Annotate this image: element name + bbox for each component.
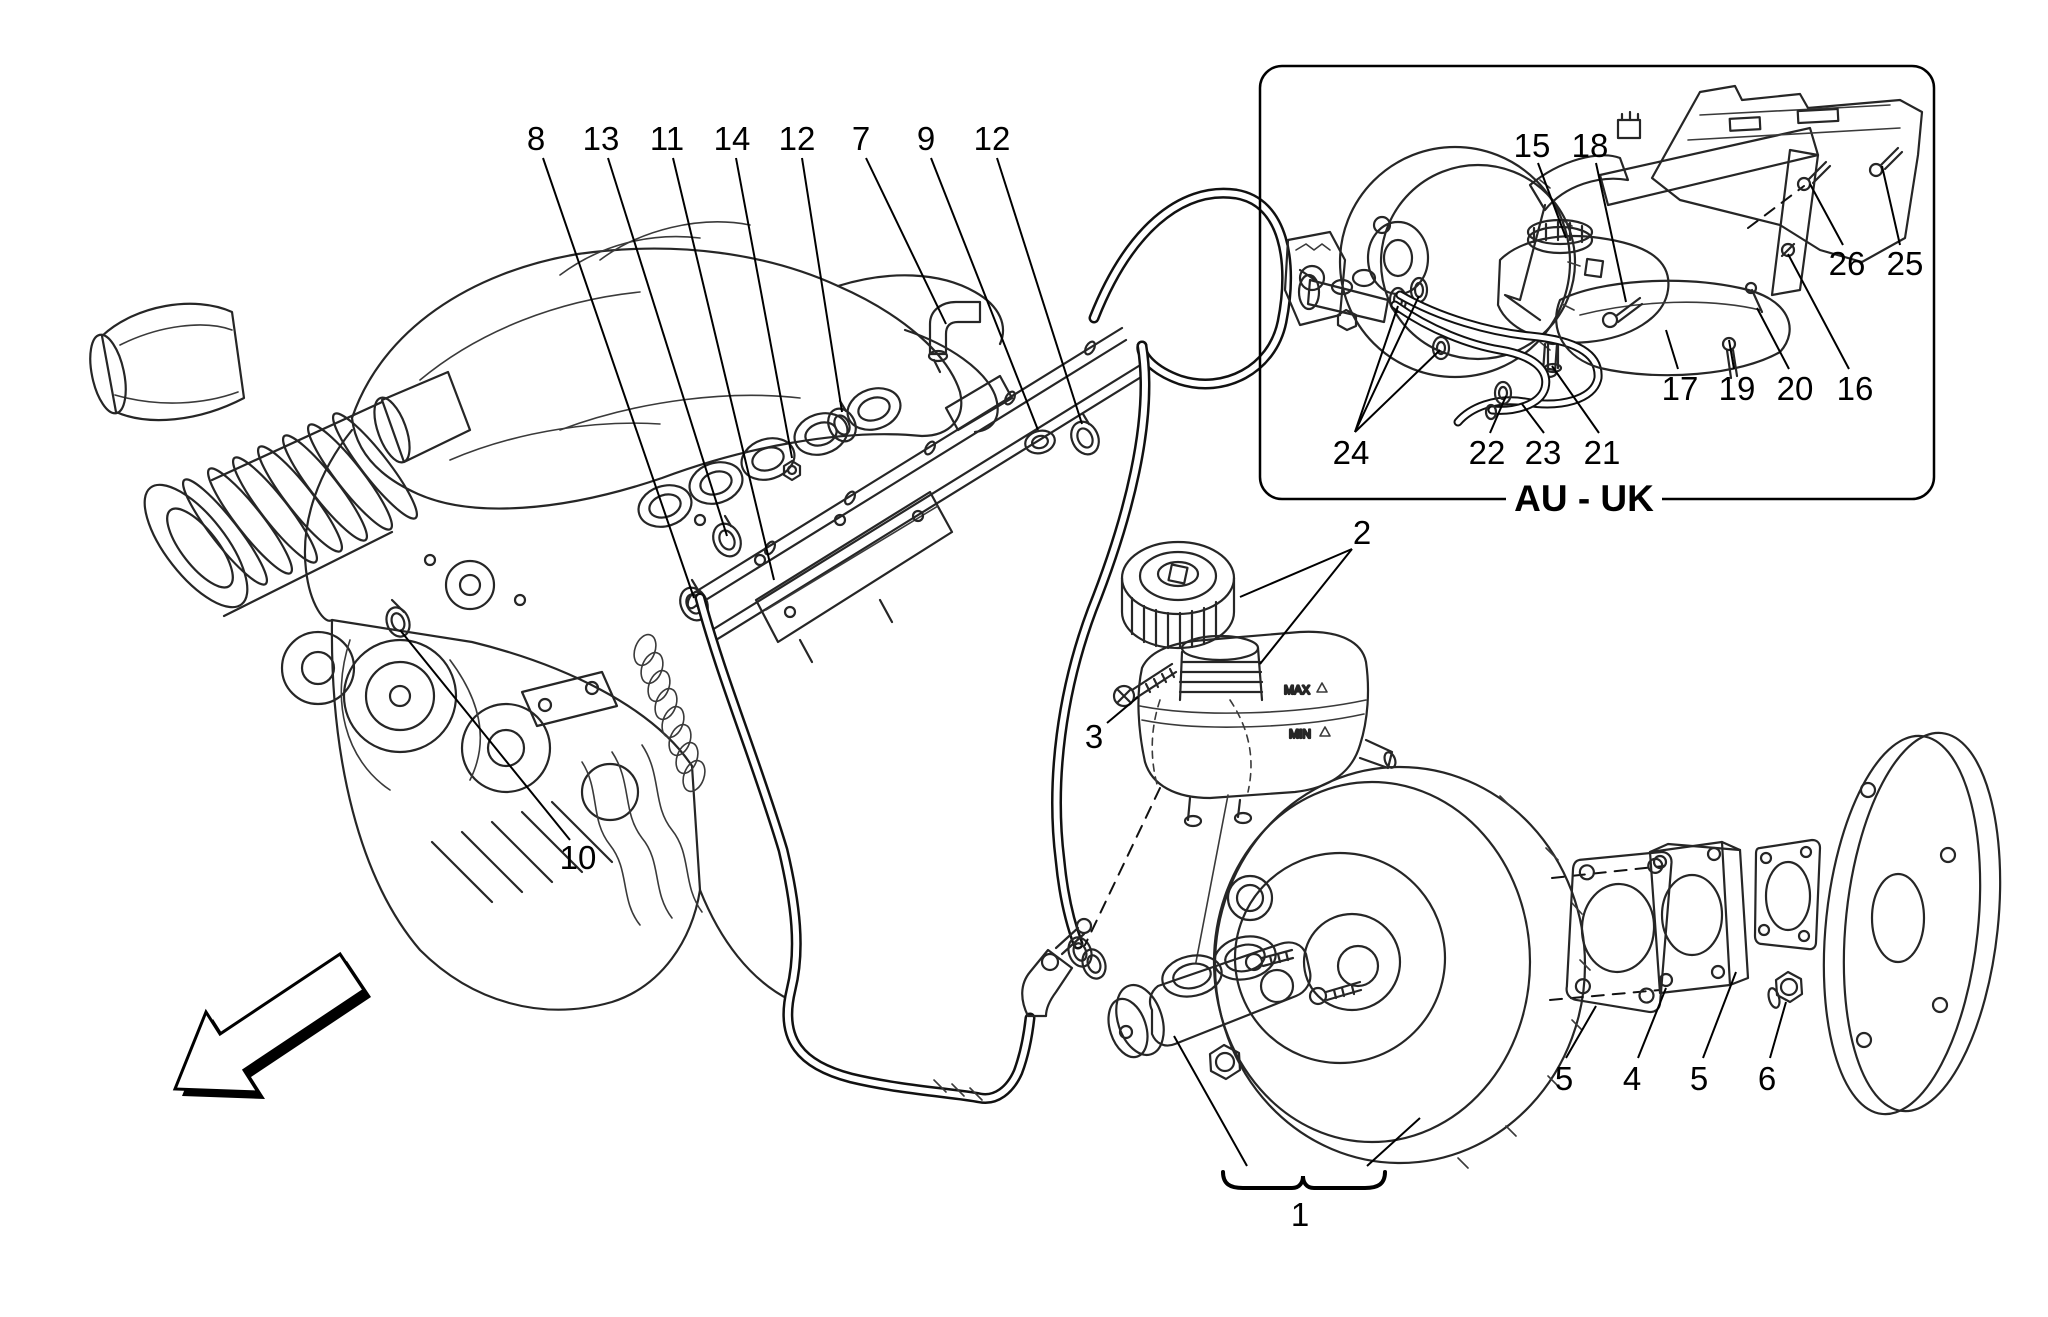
- inset-artwork: [1283, 84, 1924, 427]
- leader-line-17-20: [1665, 329, 1679, 370]
- leader-line-3-10: [1106, 696, 1139, 724]
- leader-line-12-4: [801, 157, 843, 413]
- engine-line-art: [89, 221, 1005, 1011]
- clamp-icon-13: [712, 514, 742, 558]
- nut-icon-14: [782, 459, 802, 482]
- callout-21-27: 21: [1584, 434, 1621, 471]
- leader-line-22-25: [1489, 395, 1507, 434]
- direction-arrow: [172, 951, 371, 1099]
- callout-16-23: 16: [1837, 370, 1874, 407]
- leader-line-15-16: [1537, 162, 1567, 239]
- washer-ring-9: [1024, 429, 1056, 455]
- callout-11-2: 11: [650, 120, 684, 157]
- leader-line-5-14: [1702, 971, 1737, 1059]
- leader-line-26-18: [1809, 183, 1844, 246]
- hex-nut-6: [1767, 970, 1804, 1009]
- callout-2-9: 2: [1353, 514, 1371, 551]
- spacer-4: [1648, 840, 1750, 995]
- callout-12-7: 12: [974, 120, 1011, 157]
- inset-box: AU - UK: [1258, 64, 1936, 519]
- callout-12-4: 12: [779, 120, 816, 157]
- pipe-rail-assembly: [679, 300, 1148, 664]
- leader-line-20-22: [1756, 307, 1790, 370]
- callout-8-0: 8: [527, 120, 545, 157]
- clamp-icon-12a: [827, 399, 857, 443]
- gasket-5a: [1565, 850, 1673, 1014]
- callout-1-11: 1: [1291, 1196, 1309, 1233]
- inset-border: [1258, 64, 1936, 501]
- elbow-fitting-7: [927, 300, 982, 374]
- callout-10-8: 10: [560, 839, 597, 876]
- leader-line-10-8: [399, 629, 571, 841]
- banjo-elbow: [1021, 917, 1107, 1018]
- callout-26-18: 26: [1829, 245, 1866, 282]
- callout-18-17: 18: [1572, 127, 1609, 164]
- hose-texture: [933, 1079, 983, 1101]
- callout-20-22: 20: [1777, 370, 1814, 407]
- brace-part-1: [1221, 1170, 1387, 1190]
- leader-line-23-26: [1521, 403, 1545, 434]
- leader-line-1-11: [1366, 1117, 1421, 1167]
- callout-15-16: 15: [1514, 127, 1551, 164]
- callout-5-14: 5: [1690, 1060, 1708, 1097]
- hoses: [694, 187, 1293, 1104]
- leader-line-21-27: [1551, 365, 1600, 434]
- callout-7-5: 7: [852, 120, 870, 157]
- backing-plate: [1822, 731, 2002, 1116]
- leader-line-16-23: [1787, 253, 1850, 370]
- callout-14-3: 14: [714, 120, 751, 157]
- leader-line-18-17: [1595, 162, 1627, 303]
- leader-line-1-11: [1173, 1035, 1248, 1167]
- brake-servo-drum: [1212, 765, 1665, 1169]
- leader-line-12-7: [996, 157, 1083, 425]
- leader-line-19-21: [1728, 339, 1735, 370]
- gasket-5b: [1753, 838, 1822, 951]
- leader-line-2-9: [1239, 548, 1353, 598]
- callout-4-13: 4: [1623, 1060, 1641, 1097]
- leader-line-14-3: [735, 157, 793, 459]
- callout-3-10: 3: [1085, 718, 1103, 755]
- leader-line-9-6: [930, 157, 1039, 431]
- reservoir-min-label: MIN: [1289, 727, 1311, 741]
- callout-5-12: 5: [1555, 1060, 1573, 1097]
- leader-line-13-1: [607, 157, 728, 537]
- callout-13-1: 13: [583, 120, 620, 157]
- brake-fluid-reservoir: MAX MIN: [1084, 630, 1397, 963]
- reservoir-max-label: MAX: [1284, 683, 1310, 697]
- runner-rings: [637, 387, 902, 528]
- callout-9-6: 9: [917, 120, 935, 157]
- harness-corrugation: [633, 633, 706, 793]
- inset-region-label: AU - UK: [1514, 478, 1654, 519]
- callout-24-24: 24: [1333, 434, 1370, 471]
- reservoir-cap: [1120, 540, 1236, 650]
- callout-19-21: 19: [1719, 370, 1756, 407]
- leader-line-4-13: [1637, 987, 1667, 1059]
- leader-line-6-15: [1769, 1001, 1787, 1059]
- callout-6-15: 6: [1758, 1060, 1776, 1097]
- callout-25-19: 25: [1887, 245, 1924, 282]
- leader-line-11-2: [672, 157, 775, 581]
- leader-line-5-12: [1565, 1005, 1597, 1059]
- hose-clamp-10: [385, 598, 411, 638]
- leader-line-2-9: [1259, 548, 1353, 665]
- leader-line-24-24: [1354, 295, 1420, 433]
- leader-line-24-24: [1354, 349, 1441, 433]
- master-cylinder: [1107, 935, 1363, 1081]
- bolt-3: [1112, 662, 1178, 708]
- leader-line-7-5: [865, 157, 947, 325]
- leader-line-24-24: [1354, 305, 1399, 433]
- leader-line-25-19: [1881, 165, 1901, 246]
- callout-17-20: 17: [1662, 370, 1699, 407]
- clamp-icon-12b: [1070, 412, 1100, 456]
- callout-22-25: 22: [1469, 434, 1506, 471]
- callout-23-26: 23: [1525, 434, 1562, 471]
- leader-line-8-0: [542, 157, 695, 599]
